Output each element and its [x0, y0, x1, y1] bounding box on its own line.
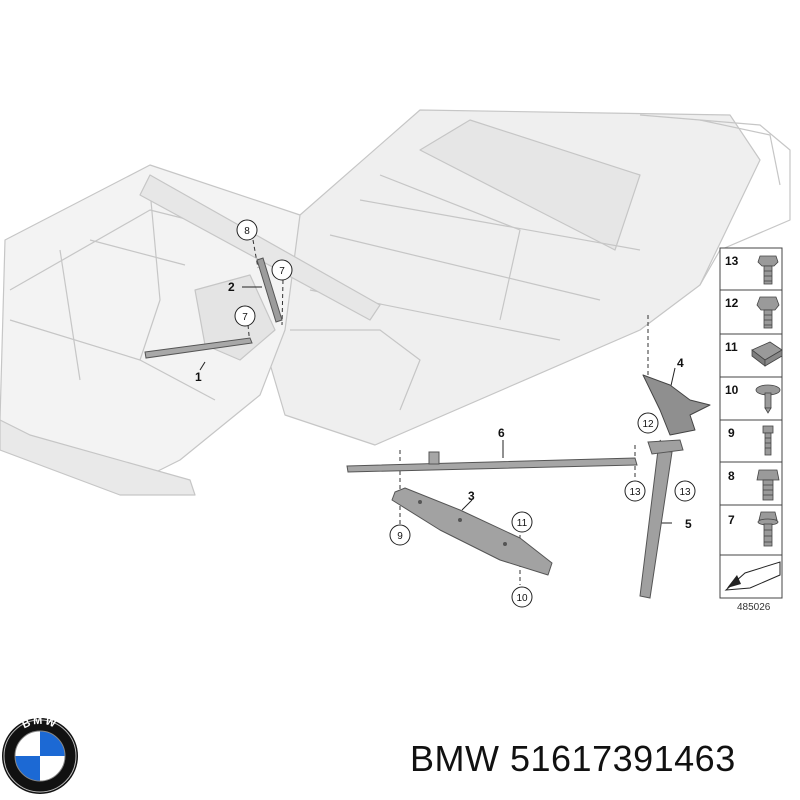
legend-number-11: 11	[725, 340, 738, 354]
legend-number-13: 13	[725, 254, 739, 268]
bolt-flange-icon	[757, 255, 779, 285]
callout-3: 3	[468, 489, 475, 503]
clip-nut-icon	[751, 341, 783, 367]
legend-number-7: 7	[728, 513, 735, 527]
legend-number-9: 9	[728, 426, 735, 440]
callout-8-badge: 8	[244, 226, 250, 237]
fastener-callouts	[234, 219, 696, 608]
collar-bolt-icon	[756, 469, 780, 501]
part-3-panel	[391, 487, 553, 576]
callout-2: 2	[228, 280, 235, 294]
callout-11-badge: 11	[517, 518, 528, 529]
part-4-bracket	[642, 374, 711, 436]
part-5-strut	[639, 439, 684, 599]
legend-number-10: 10	[725, 383, 739, 397]
callout-6: 6	[498, 426, 505, 440]
view-direction-arrow-icon	[724, 561, 781, 591]
part-1-tie-rod	[144, 337, 253, 359]
callout-12-badge: 12	[642, 419, 654, 430]
part-callouts: 1 2 3 4 5 6	[195, 280, 692, 531]
callout-7-badge-upper: 7	[279, 266, 285, 277]
callout-13-badge-right: 13	[679, 487, 691, 498]
callout-5: 5	[685, 517, 692, 531]
callout-1: 1	[195, 370, 202, 384]
hex-bolt-icon	[756, 296, 780, 329]
stud-bolt-icon	[762, 425, 774, 456]
part-number-caption: BMW 51617391463	[410, 738, 736, 779]
svg-text:BMW: BMW	[20, 715, 59, 731]
callout-13-badge-left: 13	[629, 487, 641, 498]
car-body-outline	[0, 109, 791, 496]
legend-number-12: 12	[725, 296, 739, 310]
bmw-logo: BMW	[2, 715, 78, 794]
legend-number-8: 8	[728, 469, 735, 483]
washer-screw-icon	[755, 384, 781, 414]
fastener-legend: 13 12 11 10 9 8 7	[719, 247, 783, 613]
collar-screw-icon	[757, 511, 779, 547]
callout-10-badge: 10	[516, 593, 528, 604]
part-2-strut	[256, 257, 283, 323]
callout-9-badge: 9	[397, 531, 403, 542]
diagram-code: 485026	[737, 602, 771, 613]
callout-7-badge-lower: 7	[242, 312, 248, 323]
bmw-logo-lettering: BMW	[20, 715, 57, 731]
part-6-crossbar	[346, 451, 638, 473]
callout-4: 4	[677, 356, 684, 370]
